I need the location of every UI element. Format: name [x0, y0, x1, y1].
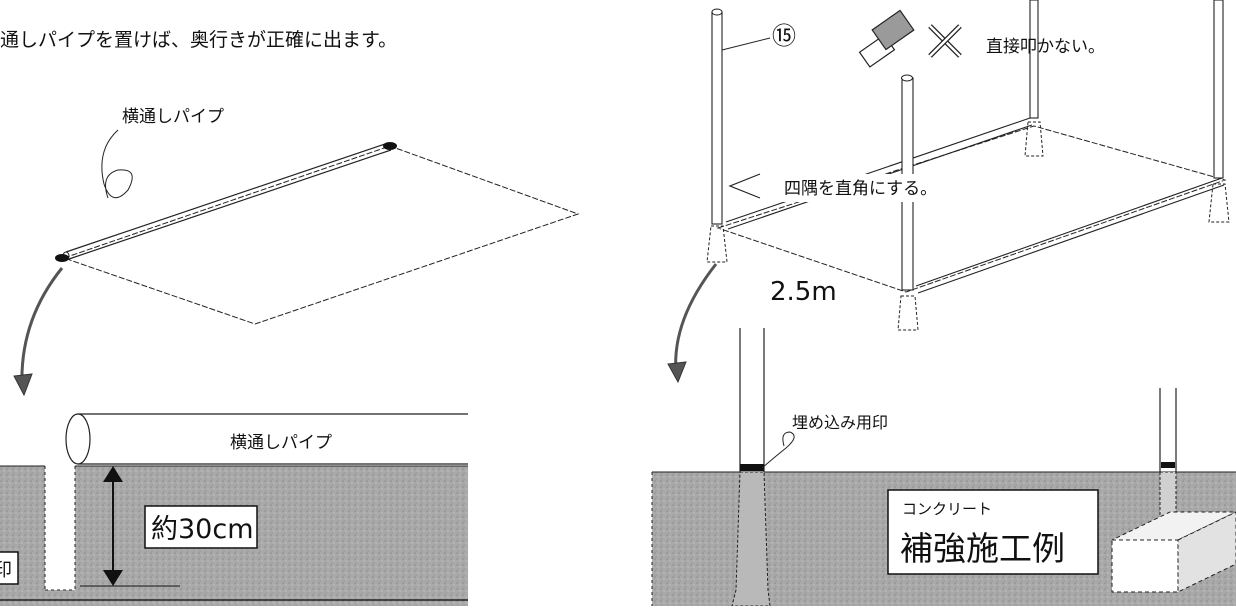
- mark-box-left: [0, 551, 19, 585]
- pipe-label-cross: 横通しパイプ: [230, 433, 332, 453]
- pipe-end-dot-right: [383, 142, 397, 150]
- left-panel: 通しパイプを置けば、奥行きが正確に出ます。 横通しパイプ: [0, 29, 580, 606]
- depth-dimension: [80, 466, 180, 587]
- zoom-arrow-right: [674, 263, 718, 373]
- post-15: [706, 8, 728, 263]
- cross-pipe-section: [65, 413, 468, 465]
- ground-plane-top: [62, 145, 580, 325]
- concrete-small-label: コンクリート: [902, 500, 992, 518]
- pipe-label-leader: [101, 129, 133, 199]
- frame-base: [716, 125, 1227, 293]
- post-number: ⑮: [772, 22, 796, 50]
- pipe-label-top: 横通しパイプ: [122, 107, 224, 127]
- corner-note: 四隅を直角にする。: [784, 179, 937, 199]
- pipe-end-dot-left: [55, 254, 69, 262]
- mark-label: 埋め込み用印: [792, 413, 888, 432]
- depth-label-box: [144, 505, 258, 549]
- depth-label: 約30cm: [151, 514, 254, 545]
- concrete-block: [1111, 511, 1236, 593]
- cross-pipe-top: [55, 142, 397, 262]
- left-caption: 通しパイプを置けば、奥行きが正確に出ます。: [0, 29, 397, 51]
- frame-horizontal-pipes: [725, 117, 1225, 294]
- zoom-arrow-left: [20, 267, 64, 386]
- hammer-icon: [858, 9, 915, 68]
- concrete-large-label: 補強施工例: [900, 529, 1065, 568]
- burial-mark: [740, 464, 764, 471]
- post-back-right: [1208, 0, 1230, 223]
- concrete-label-box: [887, 489, 1099, 575]
- no-hammer-note: 直接叩かない。: [986, 37, 1105, 57]
- post-back-center: [1024, 0, 1044, 157]
- width-label: 2.5m: [770, 277, 837, 307]
- mark-box-label: 印: [0, 560, 12, 581]
- cross-mark-icon: [928, 24, 962, 58]
- right-panel: ⑮ 直接叩かない。 四隅: [651, 0, 1236, 607]
- burial-mark-concrete: [1161, 462, 1175, 468]
- corner-indicator: [728, 173, 761, 199]
- buried-post: [731, 328, 771, 607]
- mark-label-leader: [761, 431, 795, 469]
